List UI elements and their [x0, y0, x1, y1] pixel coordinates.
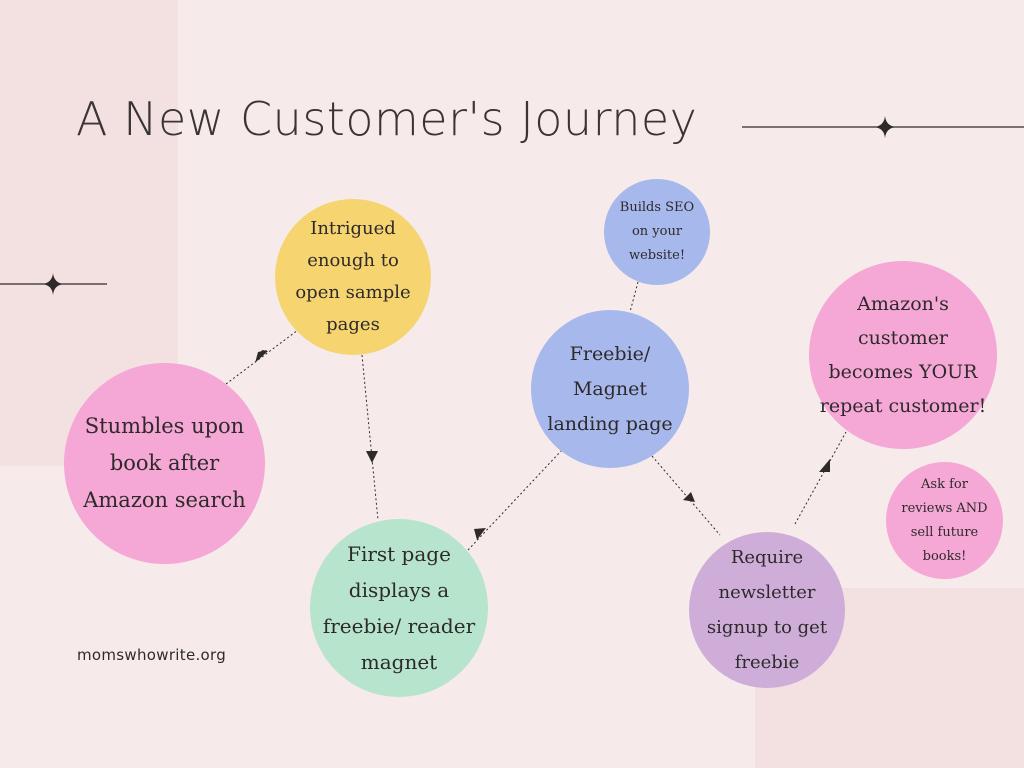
sparkle-icon: [42, 273, 64, 295]
node-freebie: Freebie/ Magnet landing page: [531, 310, 689, 468]
node-newsletter-label: Require newsletter signup to get freebie: [706, 547, 828, 673]
connector-freebie-to-newsletter: [651, 455, 721, 536]
node-stumbles-label: Stumbles upon book after Amazon search: [83, 414, 246, 512]
node-seo: Builds SEO on your website!: [604, 179, 710, 285]
connector-intrigued-to-first-page: [361, 354, 379, 521]
sparkle-line-top-right: [742, 116, 1024, 138]
connector-first-page-to-freebie: [467, 449, 563, 551]
node-first-page-label: First page displays a freebie/ reader ma…: [322, 542, 476, 674]
sparkle-icon: [874, 116, 896, 138]
node-first-page: First page displays a freebie/ reader ma…: [310, 519, 488, 697]
sparkle-line-left: [0, 273, 107, 295]
website-url: momswhowrite.org: [77, 646, 227, 664]
node-stumbles: Stumbles upon book after Amazon search: [64, 363, 265, 564]
page-title: A New Customer's Journey: [76, 92, 698, 146]
node-amazon-customer-label: Amazon's customer becomes YOUR repeat cu…: [819, 293, 987, 417]
node-newsletter: Require newsletter signup to get freebie: [689, 532, 845, 688]
arrowhead-icon: [255, 350, 267, 363]
node-intrigued-label: Intrigued enough to open sample pages: [295, 218, 411, 335]
node-seo-label: Builds SEO on your website!: [619, 200, 695, 263]
node-reviews-label: Ask for reviews AND sell future books!: [901, 476, 988, 564]
arrowhead-icon: [683, 492, 695, 502]
arrowhead-icon: [257, 350, 268, 361]
arrowhead-icon: [474, 528, 486, 540]
connector-newsletter-to-amazon-customer: [794, 431, 847, 525]
node-freebie-label: Freebie/ Magnet landing page: [547, 342, 673, 435]
node-intrigued: Intrigued enough to open sample pages: [275, 199, 431, 355]
connector-seo-to-freebie: [629, 281, 639, 313]
arrowhead-icon: [819, 459, 830, 472]
connector-stumbles-to-intrigued: [225, 329, 299, 385]
node-amazon-customer: Amazon's customer becomes YOUR repeat cu…: [809, 261, 997, 449]
arrowhead-icon: [366, 451, 378, 463]
node-reviews: Ask for reviews AND sell future books!: [886, 462, 1003, 579]
